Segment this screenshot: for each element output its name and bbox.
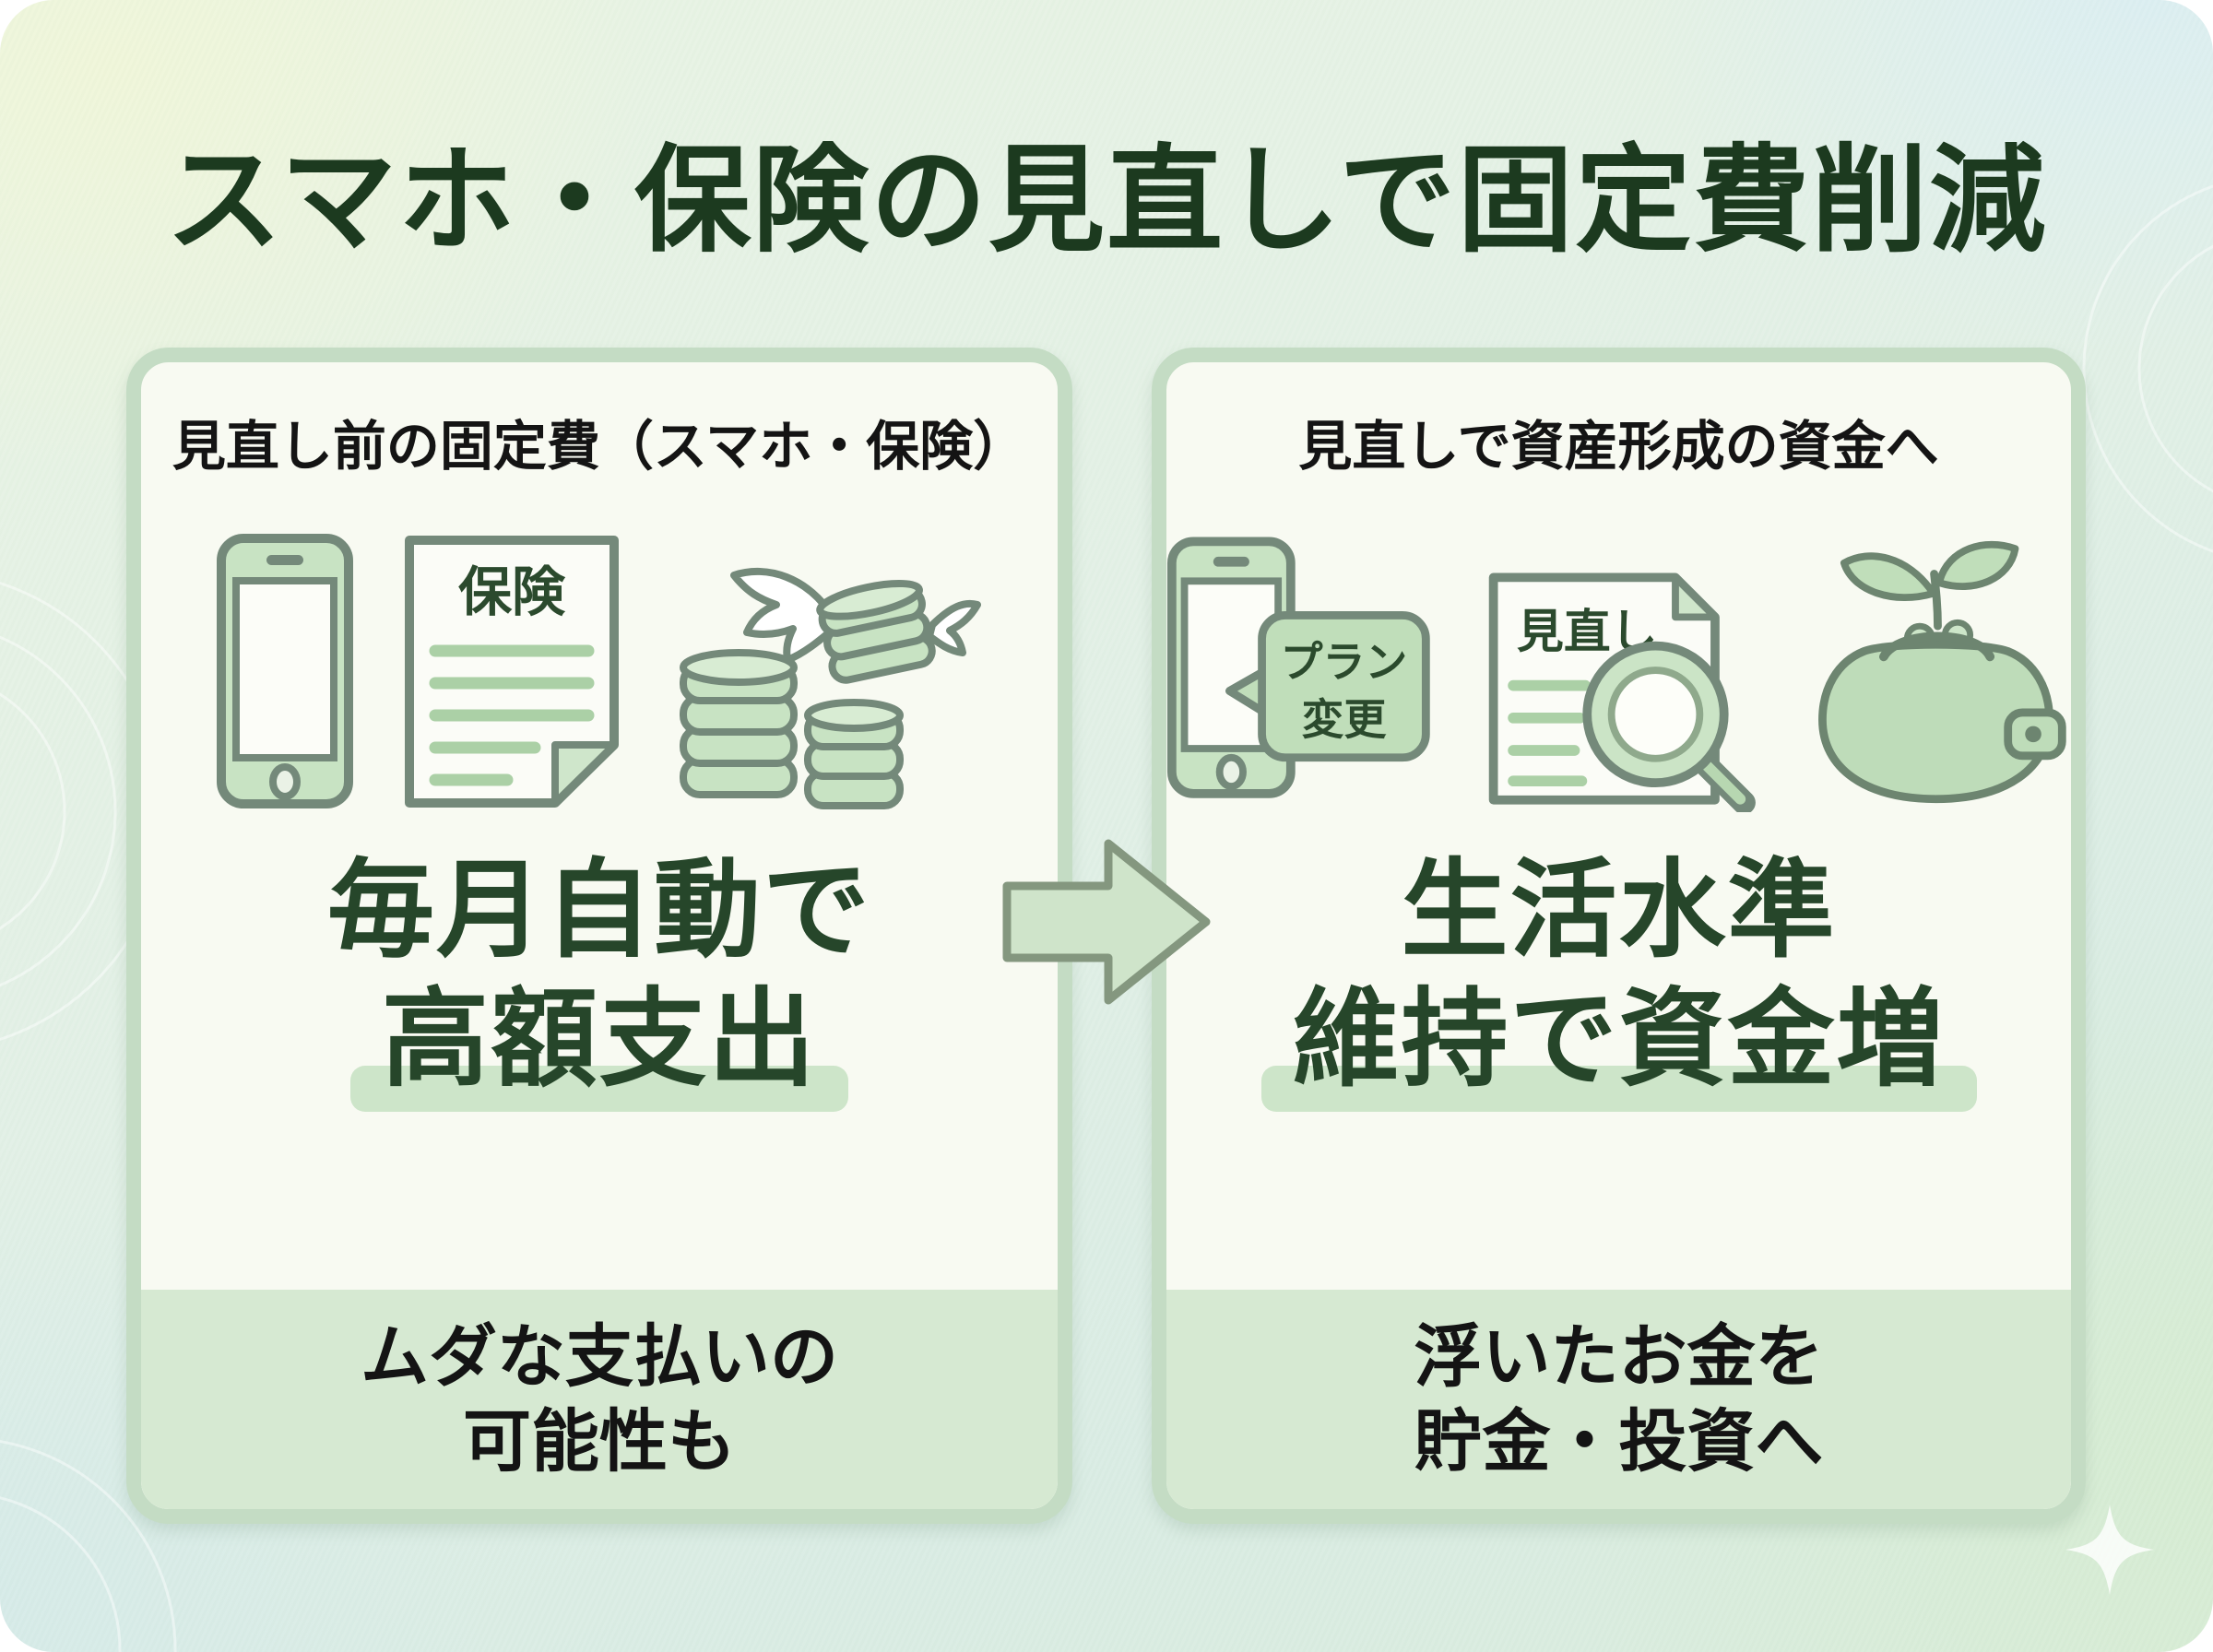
phone-home-button (1215, 753, 1247, 790)
winged-coin-stack (816, 579, 936, 684)
plan-change-phone-icon: プラン 変更 (1166, 537, 1430, 798)
insurance-label: 保険 (458, 562, 566, 622)
document-lines (429, 644, 595, 785)
statement-line-1: 生活水準 (1401, 850, 1837, 970)
document-lines (1508, 679, 1592, 786)
before-review-footer: ムダな支払いの 可能性も (141, 1290, 1058, 1509)
statement-line-1: 毎月自動で (327, 850, 871, 970)
phone-home-button (269, 763, 301, 800)
after-review-header: 見直しで資産形成の資金へ (1298, 417, 1939, 477)
left-wing (730, 567, 837, 664)
sprout-leaf-right (1935, 540, 2019, 590)
right-wing (926, 599, 981, 656)
page-title: スマホ・保険の見直しで固定費削減 (165, 136, 2048, 266)
flying-coins-icon (680, 567, 981, 809)
page-fold (551, 740, 618, 807)
speech-bubble (1258, 611, 1430, 762)
before-review-statement: 毎月自動で 高額支出 (141, 845, 1058, 1113)
sprout-leaf-left (1840, 552, 1936, 602)
bubble-text-line-2: 変更 (1302, 695, 1387, 743)
footer-line-2: 可能性も (463, 1403, 736, 1480)
phone-screen (232, 577, 337, 761)
before-review-header: 見直し前の固定費（スマホ・保険） (172, 417, 1027, 477)
after-review-panel-body: 見直しで資産形成の資金へ プラン 変更 見直し (1166, 362, 2071, 1509)
page-fold (1672, 573, 1719, 620)
sparkle-icon (2065, 1504, 2154, 1595)
coin-stack-large (680, 649, 798, 798)
purse-body (1817, 640, 2053, 804)
arrow-right-icon (1002, 839, 1211, 1005)
phone-speaker (1213, 556, 1249, 567)
smartphone-icon (217, 534, 353, 808)
transition-arrow (1001, 834, 1213, 1009)
after-review-icons: プラン 変更 見直し (1166, 528, 2071, 814)
after-review-panel: 見直しで資産形成の資金へ プラン 変更 見直し (1152, 348, 2086, 1524)
bubble-text-line-1: プラン (1281, 638, 1408, 686)
clasp-frame (1878, 631, 1994, 662)
magnifier-icon (1582, 641, 1756, 812)
statement-line-2: 高額支出 (141, 974, 1058, 1113)
sprout-stem (1930, 570, 1942, 631)
before-review-icons: 保険 (141, 528, 1058, 814)
before-review-panel-body: 見直し前の固定費（スマホ・保険） 保険 (141, 362, 1058, 1509)
wallet-sprout-icon (1817, 540, 2066, 804)
after-review-statement: 生活水準 維持で資金増 (1166, 845, 2071, 1113)
footer-line-1: ムダな支払いの (361, 1318, 838, 1396)
statement-line-2: 維持で資金増 (1166, 974, 2071, 1113)
insurance-document-icon: 保険 (405, 535, 619, 808)
before-review-panel: 見直し前の固定費（スマホ・保険） 保険 (126, 348, 1072, 1524)
after-review-footer: 浮いたお金を 貯金・投資へ (1166, 1290, 2071, 1509)
footer-line-2: 貯金・投資へ (1414, 1403, 1824, 1480)
review-document-icon: 見直し (1488, 572, 1756, 812)
strap-button (2025, 726, 2041, 743)
phone-speaker (266, 555, 303, 565)
footer-line-1: 浮いたお金を (1414, 1318, 1824, 1396)
coin-stack-small (804, 699, 904, 809)
